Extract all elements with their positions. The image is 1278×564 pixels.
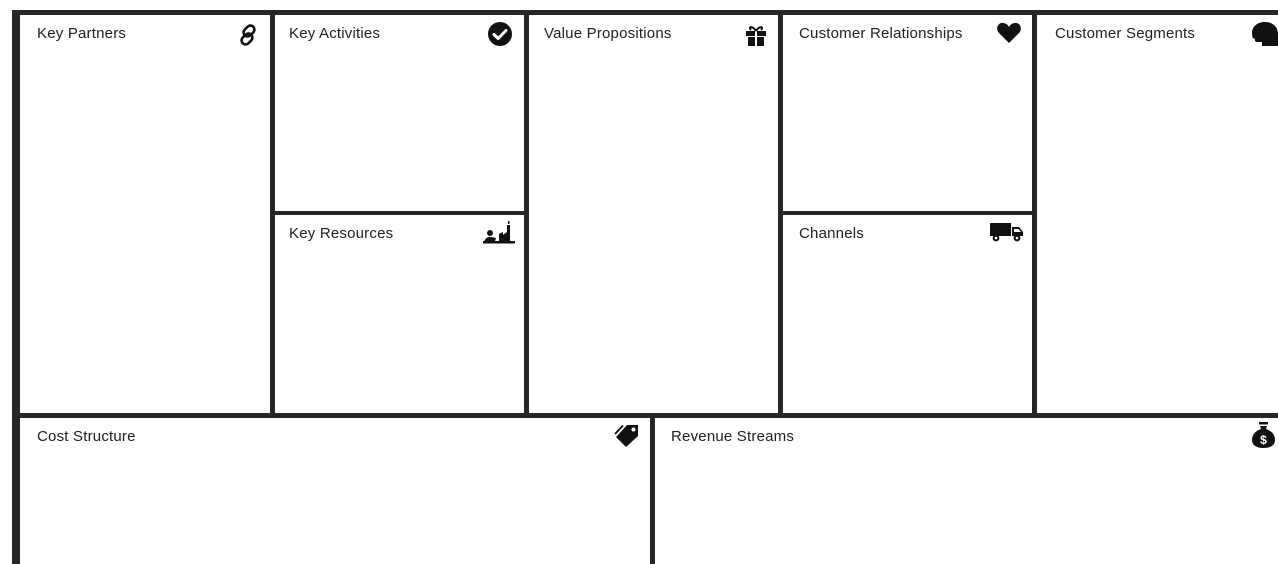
divider-relationships-channels [778,211,1037,215]
channels-label: Channels [799,225,864,242]
svg-text:$: $ [1260,433,1267,447]
delivery-truck-icon [989,219,1025,245]
cost-structure-label: Cost Structure [37,428,136,445]
money-bag-icon: $ [1251,422,1278,448]
customer-relationships-block[interactable]: Customer Relationships [783,15,1032,211]
heart-icon [996,20,1022,46]
divider-key-activities-resources [270,211,529,215]
cost-structure-block[interactable]: Cost Structure [20,418,650,564]
divider-cost-revenue [650,413,655,564]
customer-segments-label: Customer Segments [1055,25,1196,42]
key-activities-label: Key Activities [289,25,381,42]
key-activities-block[interactable]: Key Activities [275,15,524,211]
price-tag-icon [614,423,640,449]
revenue-streams-label: Revenue Streams [671,428,795,445]
key-partners-label: Key Partners [37,25,127,42]
checkmark-circle-icon [487,21,513,47]
link-icon [235,22,261,48]
top-border [12,10,1278,15]
customer-relationships-label: Customer Relationships [799,25,963,42]
factory-worker-icon [481,219,517,245]
key-resources-block[interactable]: Key Resources [275,215,524,413]
key-resources-label: Key Resources [289,225,394,242]
gift-icon [743,22,769,48]
customer-segments-block[interactable]: Customer Segments [1037,15,1278,413]
revenue-streams-block[interactable]: Revenue Streams $ [655,418,1278,564]
value-propositions-label: Value Propositions [544,25,672,42]
channels-block[interactable]: Channels [783,215,1032,413]
value-propositions-block[interactable]: Value Propositions [529,15,778,413]
key-partners-block[interactable]: Key Partners [20,15,270,413]
divider-bottom-row [12,413,1278,418]
person-head-icon [1248,21,1278,47]
left-border [12,10,20,564]
